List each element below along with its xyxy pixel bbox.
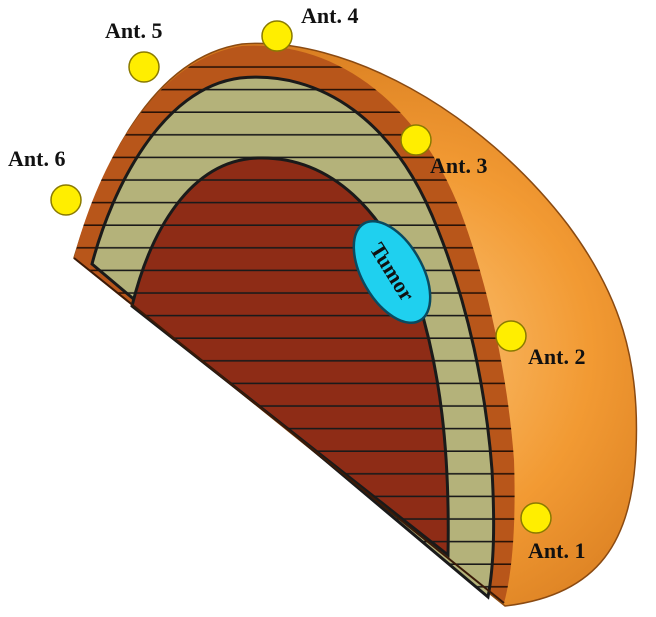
antenna-3-label: Ant. 3 [430, 153, 487, 178]
cut-edge-line [73, 257, 505, 604]
antenna-3: Ant. 3 [400, 124, 487, 178]
antenna-4-marker [261, 20, 293, 52]
antenna-3-marker [400, 124, 432, 156]
antenna-2: Ant. 2 [495, 320, 585, 369]
antenna-2-label: Ant. 2 [528, 344, 585, 369]
antenna-6-marker [50, 184, 82, 216]
antenna-5: Ant. 5 [105, 18, 162, 83]
antenna-6-label: Ant. 6 [8, 146, 65, 171]
antenna-5-label: Ant. 5 [105, 18, 162, 43]
antenna-5-marker [128, 51, 160, 83]
antenna-1-label: Ant. 1 [528, 538, 585, 563]
antenna-2-marker [495, 320, 527, 352]
tumor: Tumor [352, 219, 432, 325]
antenna-4: Ant. 4 [261, 3, 358, 52]
antenna-6: Ant. 6 [8, 146, 82, 216]
antenna-1: Ant. 1 [520, 502, 585, 563]
antenna-1-marker [520, 502, 552, 534]
antenna-4-label: Ant. 4 [301, 3, 358, 28]
